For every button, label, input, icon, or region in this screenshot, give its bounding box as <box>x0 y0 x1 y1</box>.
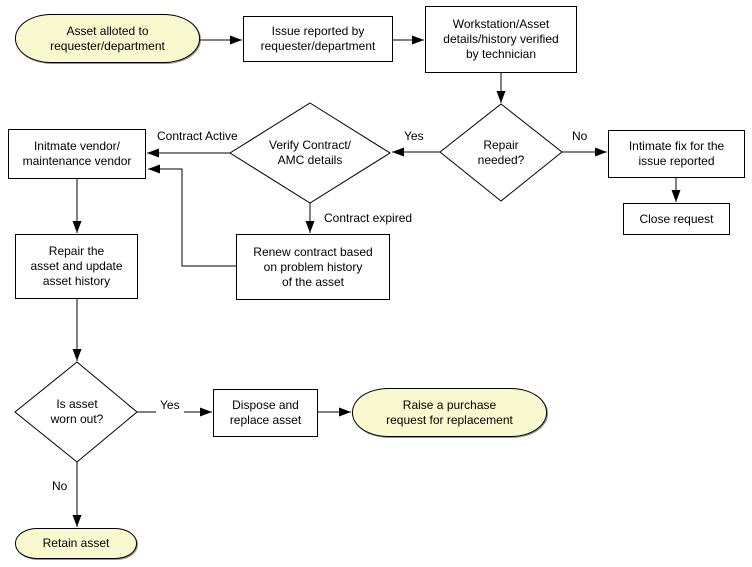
edge-label-repair-yes: Yes <box>402 129 426 144</box>
edge-label-worn-no: No <box>50 479 70 494</box>
node-raise-purchase: Raise a purchase request for replacement <box>352 388 547 437</box>
node-intimate-vendor: Initmate vendor/ maintenance vendor <box>8 129 146 179</box>
decision-asset-worn-out-label: Is asset worn out? <box>50 397 104 426</box>
decision-verify-contract-label: Verify Contract/ AMC details <box>268 138 352 167</box>
decision-repair-needed-shape <box>439 103 563 202</box>
edge-label-contract-active: Contract Active <box>155 129 240 144</box>
node-renew-contract: Renew contract based on problem history … <box>236 234 390 300</box>
node-dispose-replace: Dispose and replace asset <box>213 389 318 437</box>
node-issue-reported: Issue reported by requester/department <box>243 16 393 62</box>
node-asset-allotted: Asset alloted to requester/department <box>15 14 200 63</box>
node-workstation-verified: Workstation/Asset details/history verifi… <box>425 6 577 73</box>
edge-label-repair-no: No <box>570 129 590 144</box>
edge-label-worn-yes: Yes <box>156 398 184 413</box>
edge-label-contract-expired: Contract expired <box>322 211 415 226</box>
decision-repair-needed-label: Repair needed? <box>477 138 525 167</box>
decision-verify-contract-shape <box>229 102 391 204</box>
node-repair-asset: Repair the asset and update asset histor… <box>15 234 138 299</box>
node-close-request: Close request <box>623 203 730 235</box>
node-intimate-fix: Intimate fix for the issue reported <box>608 130 745 178</box>
node-retain-asset: Retain asset <box>15 528 137 559</box>
decision-asset-worn-out-shape <box>14 361 138 463</box>
edge-renew-to-vendor <box>148 164 236 267</box>
